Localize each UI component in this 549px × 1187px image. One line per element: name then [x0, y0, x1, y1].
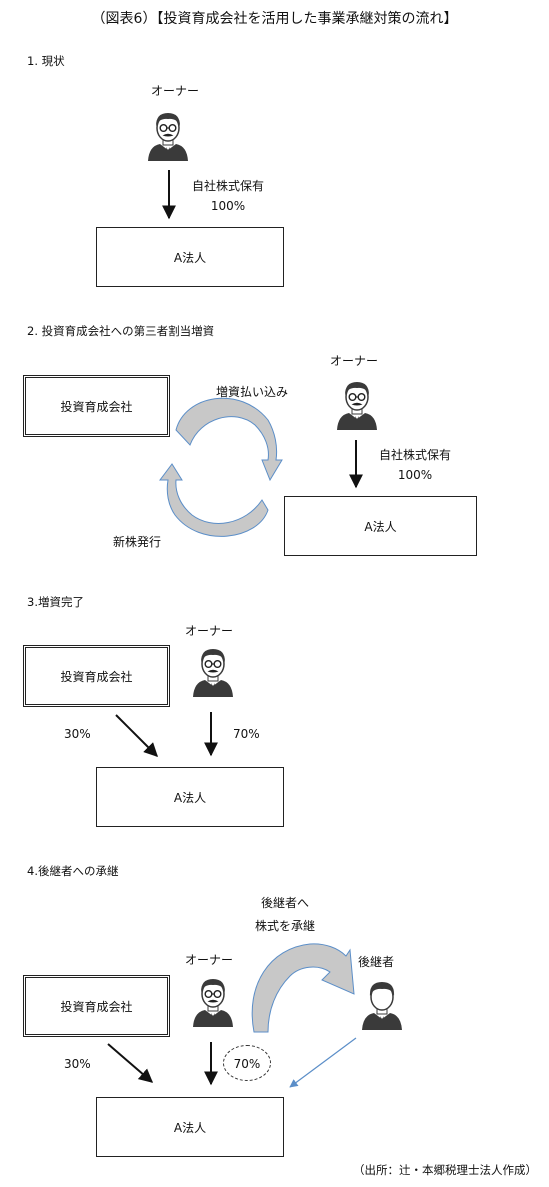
section4-heading: 4.後継者への承継	[27, 864, 119, 878]
section1-company-label: A法人	[173, 250, 207, 265]
section4-transfer-line2: 株式を承継	[254, 919, 315, 933]
s4-investor-to-company-arrow	[107, 1043, 154, 1083]
section2-investor-label: 投資育成会社	[60, 399, 133, 414]
section4-owner-pct: 70%	[223, 1045, 271, 1081]
section2-payment-label: 増資払い込み	[216, 385, 289, 399]
section2-holding-pct: 100%	[397, 468, 433, 482]
section3-investor-box: 投資育成会社	[23, 645, 170, 707]
section2-owner-label: オーナー	[330, 354, 379, 368]
section4-investor-box: 投資育成会社	[23, 975, 170, 1037]
section2-holding-label: 自社株式保有	[378, 448, 451, 462]
section1-company-box: A法人	[96, 227, 284, 287]
section3-company-label: A法人	[173, 790, 207, 805]
section4-company-box: A法人	[96, 1097, 284, 1157]
s4-transfer-curved-arrow	[251, 943, 355, 1033]
section4-company-label: A法人	[173, 1120, 207, 1135]
section3-owner-label: オーナー	[185, 624, 234, 638]
s3-investor-to-company-arrow	[115, 714, 158, 757]
section1-heading: 1. 現状	[27, 54, 65, 68]
section3-heading: 3.増資完了	[27, 595, 84, 609]
section1-holding-pct: 100%	[210, 199, 246, 213]
section3-company-box: A法人	[96, 767, 284, 827]
section4-investor-label: 投資育成会社	[60, 999, 133, 1014]
section1-owner-label: オーナー	[151, 84, 200, 98]
s2-new-shares-curved-arrow	[159, 463, 269, 537]
source-note: （出所：辻・本郷税理士法人作成）	[353, 1163, 537, 1177]
section4-investor-pct: 30%	[64, 1057, 91, 1071]
section3-investor-pct: 30%	[64, 727, 91, 741]
s4-successor-to-company-arrow	[289, 1037, 357, 1088]
section1-holding-label: 自社株式保有	[191, 179, 264, 193]
section4-owner-label: オーナー	[185, 953, 234, 967]
figure-title: （図表6）【投資育成会社を活用した事業承継対策の流れ】	[91, 11, 458, 27]
section2-company-box: A法人	[284, 496, 477, 556]
section3-investor-label: 投資育成会社	[60, 669, 133, 684]
s2-payment-curved-arrow	[175, 397, 283, 482]
section2-company-label: A法人	[364, 519, 397, 534]
section2-new-shares-label: 新株発行	[113, 535, 162, 549]
section3-owner-pct: 70%	[233, 727, 260, 741]
section2-heading: 2. 投資育成会社への第三者割当増資	[27, 324, 215, 338]
section4-transfer-line1: 後継者へ	[260, 896, 309, 910]
section2-investor-box: 投資育成会社	[23, 375, 170, 437]
section4-successor-label: 後継者	[358, 955, 395, 969]
